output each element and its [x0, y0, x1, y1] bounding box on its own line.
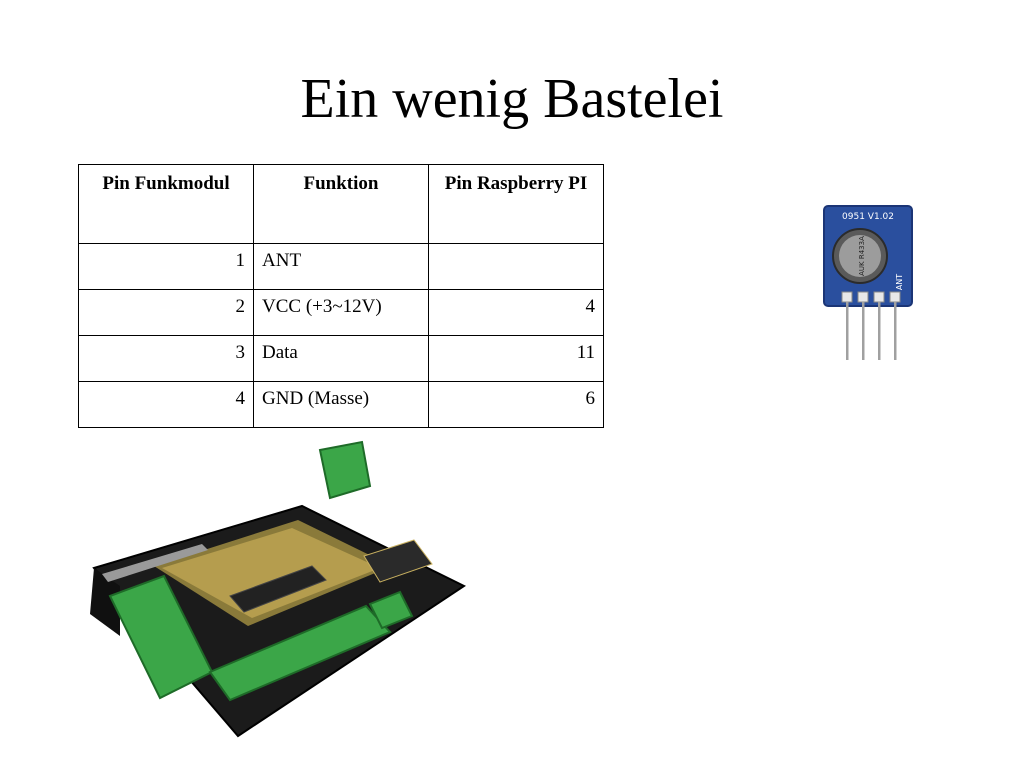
screw-terminal-bottom [208, 604, 392, 702]
cell-pin: 1 [78, 243, 254, 290]
pin-1 [846, 302, 849, 360]
table-row: 2 VCC (+3~12V) 4 [78, 289, 604, 336]
chip-label: AUK R433A [858, 236, 866, 276]
slide-title: Ein wenig Bastelei [300, 68, 724, 130]
cell-pin: 3 [78, 335, 254, 382]
pin-2 [862, 302, 865, 360]
cell-function: GND (Masse) [253, 381, 429, 428]
module-board-label: 0951 V1.02 [842, 212, 894, 222]
cell-function: VCC (+3~12V) [253, 289, 429, 336]
pin-header-row [102, 544, 208, 582]
cell-rpi [428, 243, 604, 290]
pad-2 [857, 291, 869, 303]
pad-3 [873, 291, 885, 303]
table-row: 1 ANT [78, 243, 604, 290]
pad-4 [889, 291, 901, 303]
crystal-face [839, 235, 881, 277]
cell-rpi: 11 [428, 335, 604, 382]
rf-module-image: 0951 V1.02 AUK R433A ANT [823, 205, 913, 360]
smd-footprint [363, 539, 433, 583]
antenna-label: ANT [895, 274, 904, 290]
header-pin-raspberry: Pin Raspberry PI [428, 164, 604, 244]
cell-rpi: 4 [428, 289, 604, 336]
pin-table: Pin Funkmodul Funktion Pin Raspberry PI … [78, 164, 604, 428]
cell-function: Data [253, 335, 429, 382]
pad-1 [841, 291, 853, 303]
cell-pin: 2 [78, 289, 254, 336]
solder-pads [162, 528, 380, 618]
table-row: 3 Data 11 [78, 335, 604, 382]
table-header-row: Pin Funkmodul Funktion Pin Raspberry PI [78, 164, 604, 244]
pin-3 [878, 302, 881, 360]
gpio-connector [90, 568, 120, 636]
proto-shield-image [90, 440, 467, 738]
screw-terminal-corner [368, 590, 414, 630]
pin-4 [894, 302, 897, 360]
header-funktion: Funktion [253, 164, 429, 244]
table-row: 4 GND (Masse) 6 [78, 381, 604, 428]
cell-rpi: 6 [428, 381, 604, 428]
cell-function: ANT [253, 243, 429, 290]
header-pin-funkmodul: Pin Funkmodul [78, 164, 254, 244]
screw-terminal-top [318, 440, 372, 500]
female-header [229, 565, 327, 613]
cell-pin: 4 [78, 381, 254, 428]
